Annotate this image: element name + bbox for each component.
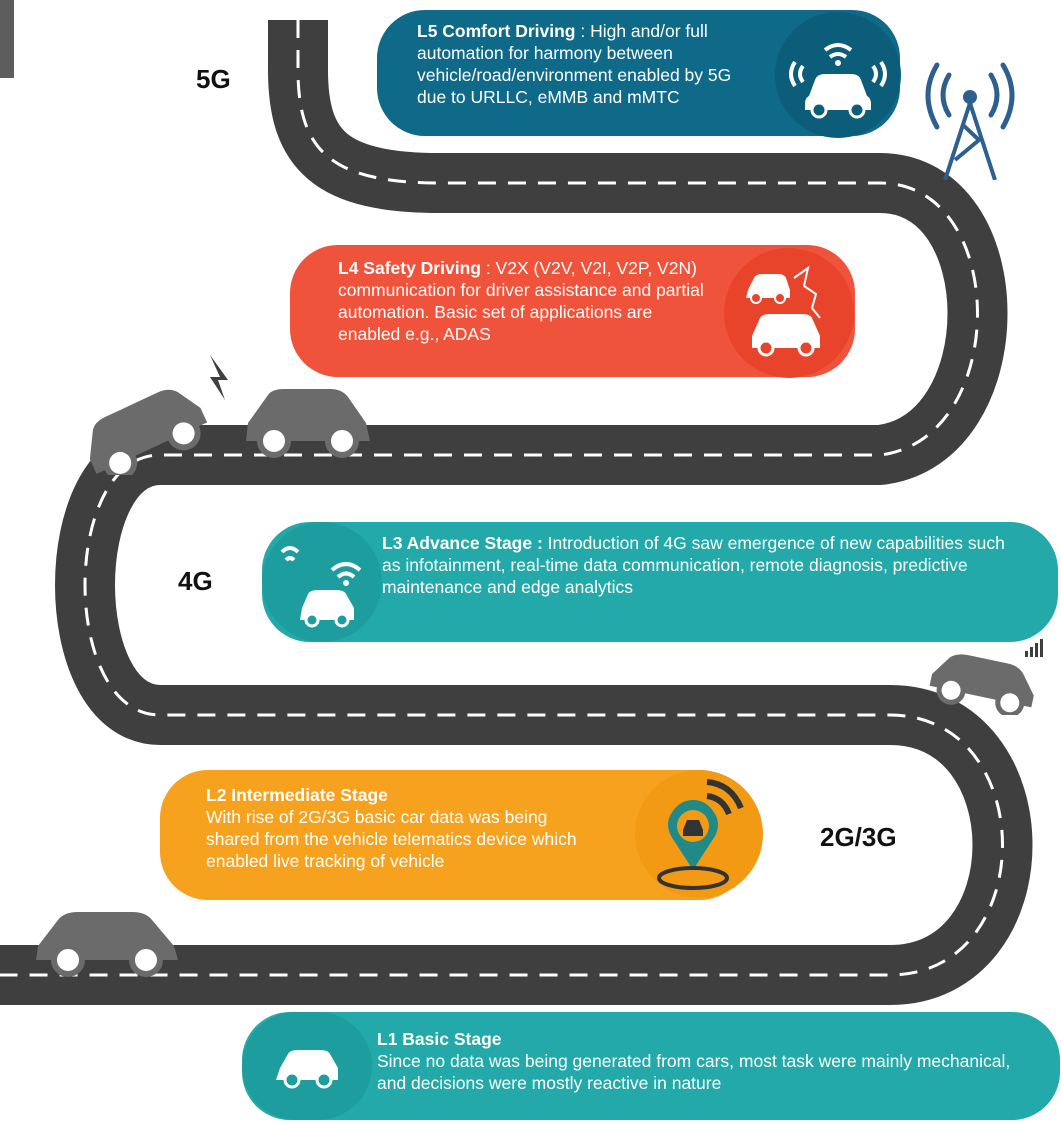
left-edge-tab [0, 0, 14, 78]
v2v-cars-icon [746, 265, 821, 357]
stage-card-l3: L3 Advance Stage : Introduction of 4G sa… [262, 522, 1058, 642]
label-2g3g: 2G/3G [820, 822, 897, 852]
wifi-car-icon [280, 546, 362, 628]
stage-text-l3: Introduction of 4G saw emergence of new … [382, 533, 1005, 597]
connected-car-icon [789, 43, 887, 119]
l5-icon-circle [775, 12, 901, 138]
l3-icon-circle [262, 522, 382, 642]
stage-title-l1: L1 Basic Stage [377, 1029, 502, 1049]
lightning-icon [210, 355, 228, 400]
car-icon [36, 912, 178, 977]
basic-car-icon [276, 1050, 338, 1089]
stage-text-l1: Since no data was being generated from c… [377, 1051, 1011, 1093]
label-4g: 4G [178, 566, 213, 596]
signal-tower-icon [925, 62, 1015, 180]
map-pin-taxi-icon [657, 779, 744, 890]
l1-icon-circle [242, 1012, 372, 1120]
crash-cars-icon [89, 355, 370, 475]
l4-icon-circle [724, 248, 854, 378]
car-with-signal-icon [929, 639, 1043, 715]
stage-text-l2: With rise of 2G/3G basic car data was be… [206, 807, 577, 871]
stage-text-l4: : V2X (V2V, V2I, V2P, V2N) communication… [338, 258, 704, 344]
stage-title-l2: L2 Intermediate Stage [206, 785, 388, 805]
signal-bars-icon [1025, 639, 1043, 657]
stage-text-l5: : High and/or full automation for harmon… [417, 21, 732, 107]
label-5g: 5G [196, 64, 231, 94]
l2-icon-circle [635, 770, 763, 898]
stage-title-l3: L3 Advance Stage : [382, 533, 543, 553]
stage-title-l5: L5 Comfort Driving [417, 21, 576, 41]
stage-title-l4: L4 Safety Driving [338, 258, 481, 278]
